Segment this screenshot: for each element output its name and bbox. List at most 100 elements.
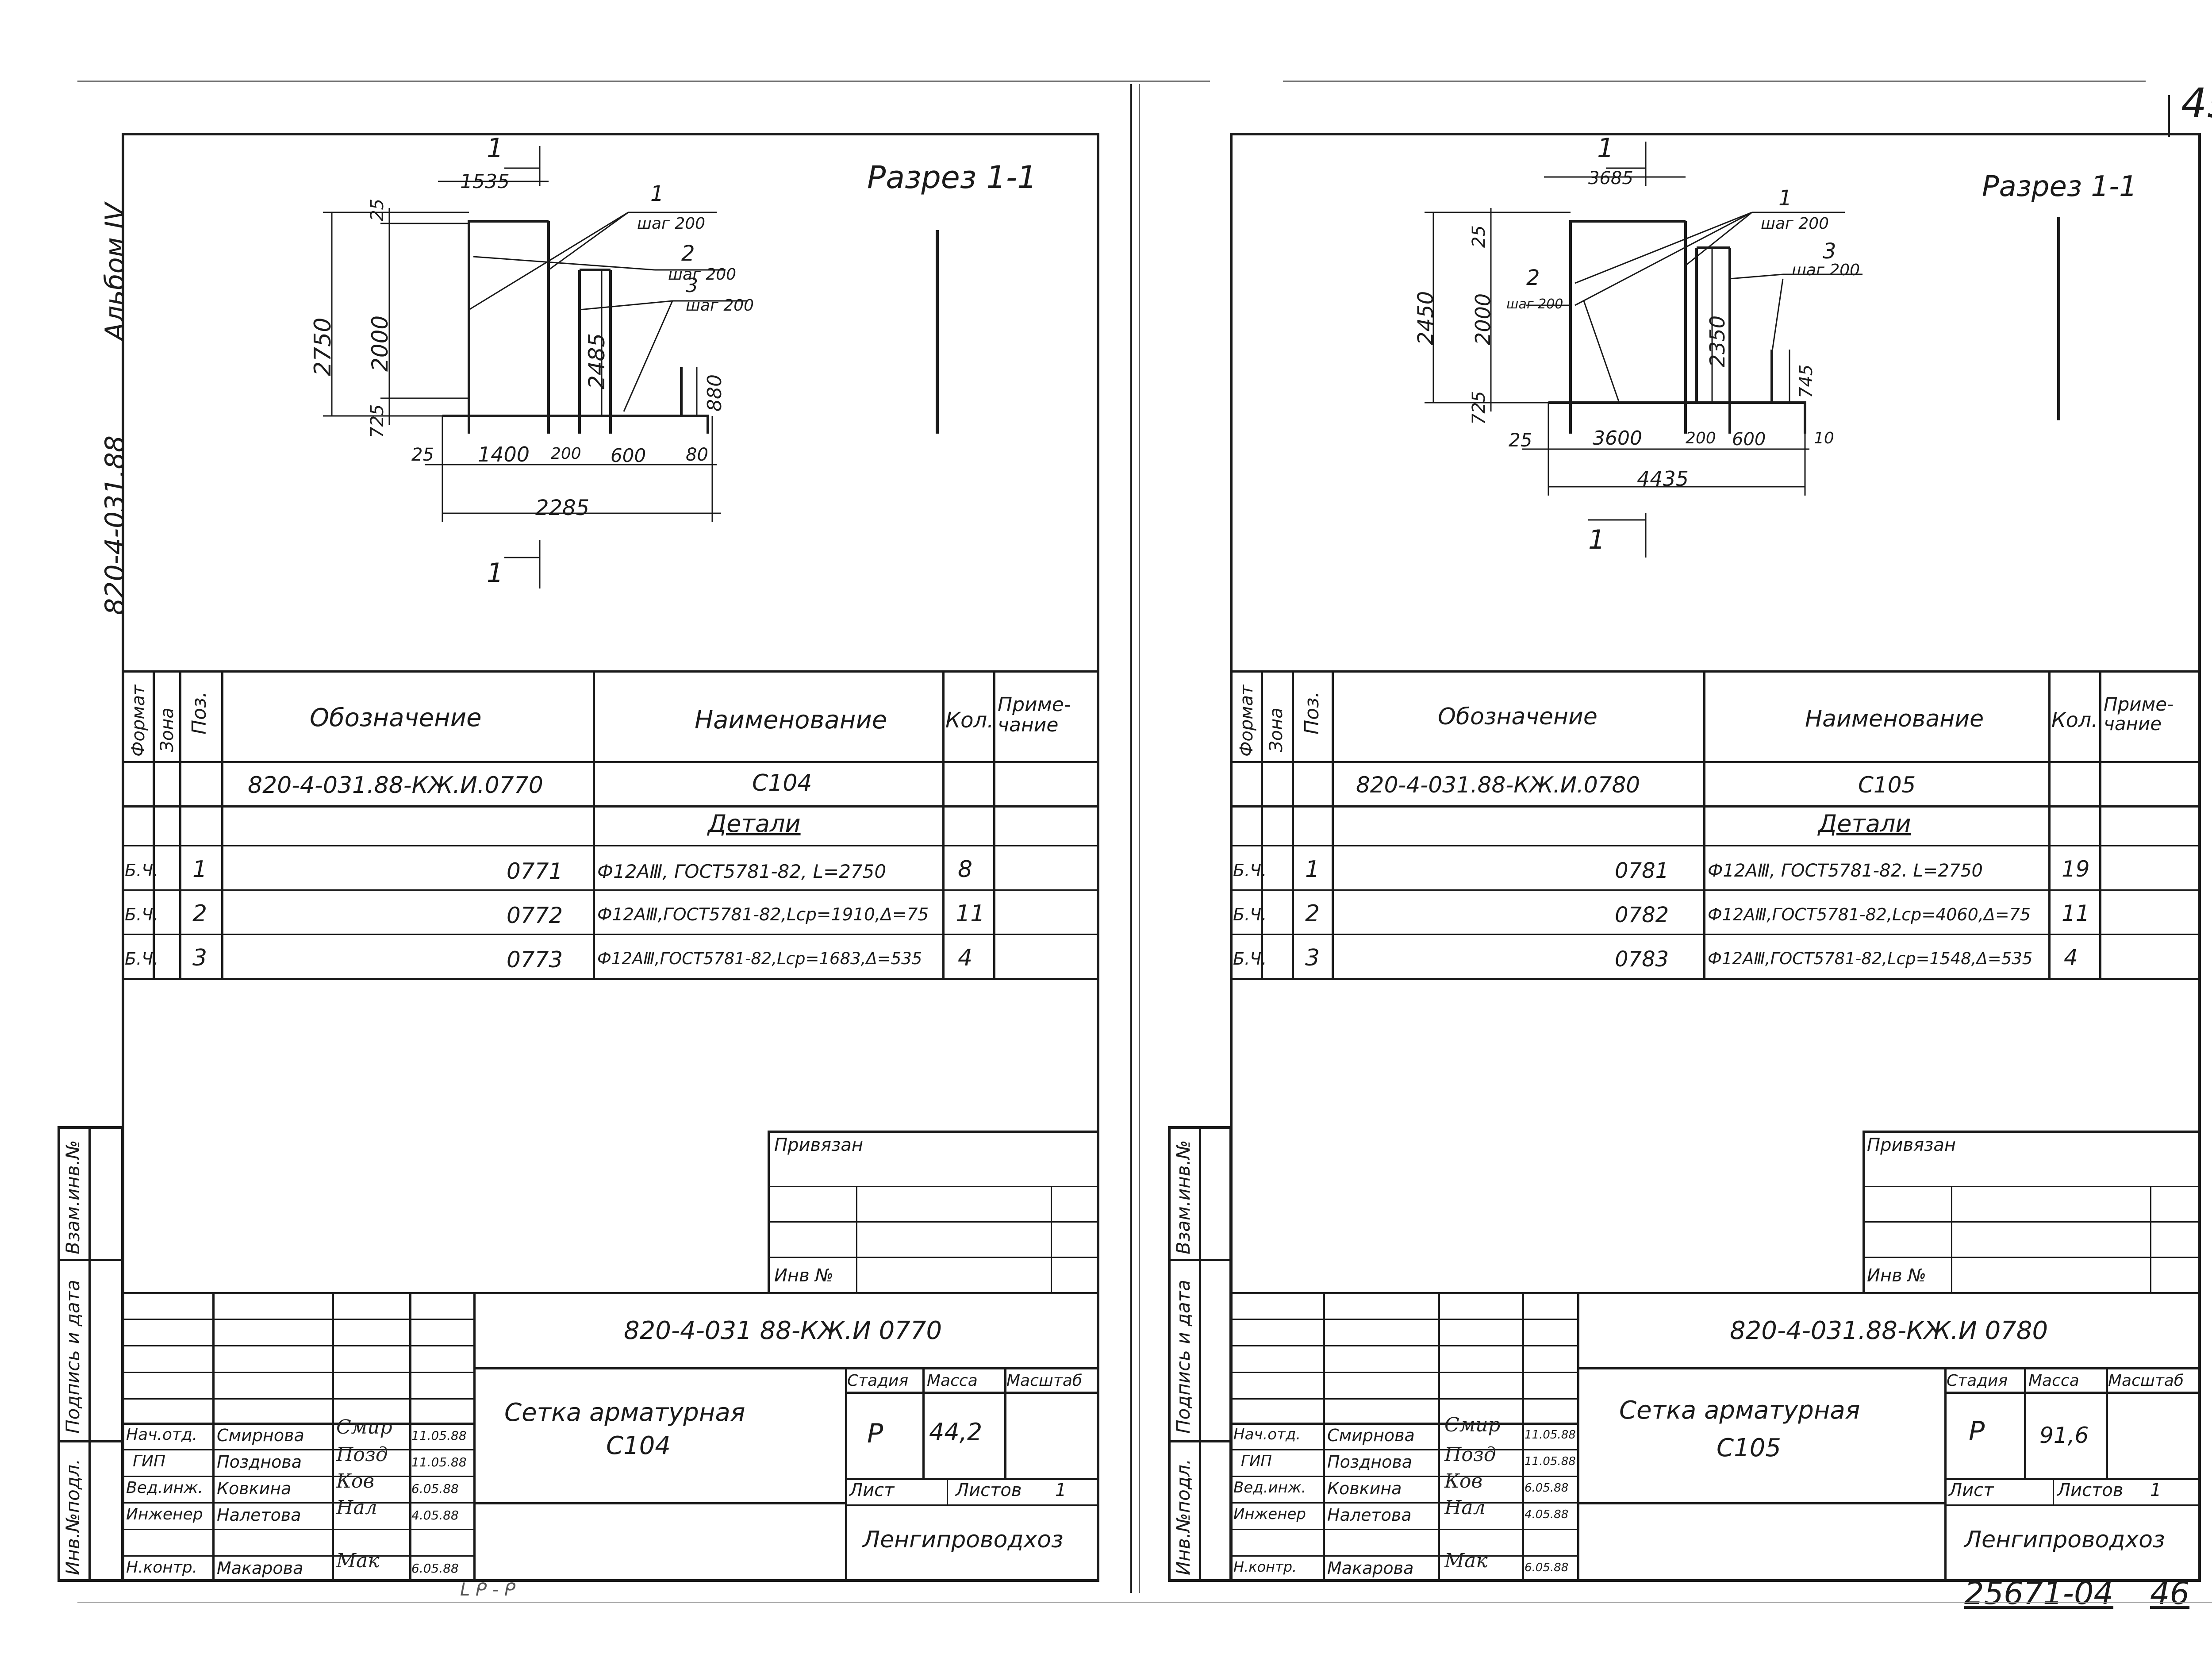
left-row3-qty: 4 xyxy=(958,945,973,971)
left-dim-top: 1535 xyxy=(460,170,510,193)
left-massa-label: Масса xyxy=(927,1372,978,1390)
right-massa-label: Масса xyxy=(2028,1372,2079,1390)
left-staff-role: ГИП xyxy=(133,1452,166,1470)
right-callout-1-step: шаг 200 xyxy=(1761,215,1829,233)
left-spec-name: С104 xyxy=(752,770,812,796)
left-staff-role: Инженер xyxy=(126,1505,203,1523)
right-staff-signature: Нал xyxy=(1444,1496,1486,1519)
left-sheet-frame xyxy=(122,133,1099,1582)
right-row2-qty: 11 xyxy=(2062,900,2090,926)
right-callout-3-pos: 3 xyxy=(1823,239,1836,264)
left-masshtab-label: Масштаб xyxy=(1006,1372,1083,1390)
left-stadiya-label: Стадия xyxy=(847,1372,909,1390)
left-inv-no-label: Инв № xyxy=(774,1265,833,1286)
left-callout-2-pos: 2 xyxy=(681,241,695,266)
left-dim-bottom-e: 80 xyxy=(686,445,708,465)
left-row2-name: Ф12АⅢ,ГОСТ5781-82,Lср=1910,Δ=75 xyxy=(597,905,929,925)
left-staff-name: Смирнова xyxy=(217,1426,304,1445)
right-th-zona: Зона xyxy=(1266,708,1286,752)
left-staff-date: 6.05.88 xyxy=(411,1481,459,1496)
right-staff-name: Макарова xyxy=(1327,1558,1414,1578)
left-row3-name: Ф12АⅢ,ГОСТ5781-82,Lср=1683,Δ=535 xyxy=(597,949,922,968)
left-staff-role: Н.контр. xyxy=(126,1558,198,1577)
scan-edge-top-right xyxy=(1283,81,2146,82)
right-spec-oboznachenie: 820-4-031.88-КЖ.И.0780 xyxy=(1356,772,1640,798)
right-callout-1-pos: 1 xyxy=(1778,186,1792,211)
right-staff-signature: Позд xyxy=(1444,1443,1496,1466)
right-row2-name: Ф12АⅢ,ГОСТ5781-82,Lср=4060,Δ=75 xyxy=(1708,905,2031,924)
left-margin-stamp xyxy=(58,1126,124,1582)
right-section-label: Разрез 1-1 xyxy=(1982,170,2137,203)
right-row1-qty: 19 xyxy=(2062,856,2090,882)
right-staff-name: Позднова xyxy=(1327,1452,1413,1472)
right-dim-bottom-d: 600 xyxy=(1732,429,1766,450)
right-spec-details-header: Детали xyxy=(1818,810,1911,838)
right-staff-date: 6.05.88 xyxy=(1525,1561,1569,1574)
left-staff-role: Вед.инж. xyxy=(126,1479,203,1497)
left-staff-signature: Смир xyxy=(336,1416,392,1438)
left-spec-oboznachenie: 820-4-031.88-КЖ.И.0770 xyxy=(248,772,543,799)
right-masshtab-label: Масштаб xyxy=(2108,1372,2184,1390)
left-row2-pos: 2 xyxy=(192,900,207,927)
left-stage-value: Р xyxy=(867,1418,883,1449)
right-mass-value: 91,6 xyxy=(2039,1423,2089,1448)
left-row3-format: Б.Ч. xyxy=(125,949,159,969)
right-staff-date: 4.05.88 xyxy=(1525,1508,1569,1521)
left-callout-3-step: шаг 200 xyxy=(686,296,754,315)
left-staff-date: 11.05.88 xyxy=(411,1428,467,1443)
right-row3-code: 0783 xyxy=(1615,947,1669,972)
left-callout-1-step: шаг 200 xyxy=(637,215,706,233)
left-mass-value: 44,2 xyxy=(929,1418,983,1446)
left-row2-code: 0772 xyxy=(507,903,563,928)
right-title-line2: С105 xyxy=(1717,1434,1781,1462)
left-dim-bottom-d: 600 xyxy=(611,445,646,466)
right-dim-mid: 2000 xyxy=(1471,293,1495,345)
right-dim-bottom-a: 25 xyxy=(1509,429,1532,451)
right-row3-format: Б.Ч. xyxy=(1233,949,1267,969)
right-staff-date: 11.05.88 xyxy=(1525,1428,1576,1442)
left-th-kol: Кол. xyxy=(945,708,994,733)
right-callout-3-step: шаг 200 xyxy=(1792,261,1860,279)
right-list-label: Лист xyxy=(1949,1480,1994,1500)
left-row1-name: Ф12АⅢ, ГОСТ5781-82, L=2750 xyxy=(597,861,887,882)
right-dim-top: 3685 xyxy=(1588,168,1633,188)
right-cut-mark-top: 1 xyxy=(1597,133,1614,164)
right-th-naimenovanie: Наименование xyxy=(1805,706,1984,732)
left-th-oboznachenie: Обозначение xyxy=(310,704,482,732)
left-row1-format: Б.Ч. xyxy=(125,861,159,880)
right-staff-date: 11.05.88 xyxy=(1525,1455,1576,1468)
right-organization: Ленгипроводхоз xyxy=(1964,1527,2165,1553)
left-listov-label: Листов xyxy=(956,1480,1022,1500)
right-callout-2-pos: 2 xyxy=(1526,265,1540,290)
left-doc-code: 820-4-031 88-КЖ.И 0770 xyxy=(624,1316,942,1345)
right-th-format: Формат xyxy=(1237,685,1257,757)
left-row2-qty: 11 xyxy=(956,900,985,927)
right-staff-role: Нач.отд. xyxy=(1233,1426,1301,1443)
right-callout-2-step: шаг 200 xyxy=(1506,296,1563,312)
right-staff-name: Налетова xyxy=(1327,1505,1412,1525)
right-doc-code: 820-4-031.88-КЖ.И 0780 xyxy=(1730,1316,2048,1345)
right-dim-bottom-e: 10 xyxy=(1814,429,1834,447)
right-dim-bottom-c: 200 xyxy=(1686,429,1716,447)
right-title-line1: Сетка арматурная xyxy=(1619,1396,1860,1425)
scan-edge-bottom xyxy=(77,1602,2212,1603)
right-staff-role: ГИП xyxy=(1241,1452,1272,1470)
right-dim-lower: 725 xyxy=(1469,391,1489,425)
left-staff-date: 4.05.88 xyxy=(411,1508,459,1523)
right-cut-mark-bottom: 1 xyxy=(1588,524,1605,555)
left-staff-role: Нач.отд. xyxy=(126,1426,198,1444)
left-row1-code: 0771 xyxy=(507,858,563,884)
left-callout-2-step: шаг 200 xyxy=(668,265,737,284)
right-th-kol: Кол. xyxy=(2051,708,2098,732)
left-dim-bottom-a: 25 xyxy=(411,445,434,465)
left-row2-format: Б.Ч. xyxy=(125,905,159,924)
left-cut-mark-top: 1 xyxy=(487,133,504,164)
right-row2-format: Б.Ч. xyxy=(1233,905,1267,924)
right-dim-overall: 4435 xyxy=(1637,467,1689,491)
page-number-bracket xyxy=(2168,95,2170,137)
left-callout-3-pos: 3 xyxy=(686,274,698,297)
right-staff-name: Ковкина xyxy=(1327,1479,1402,1498)
